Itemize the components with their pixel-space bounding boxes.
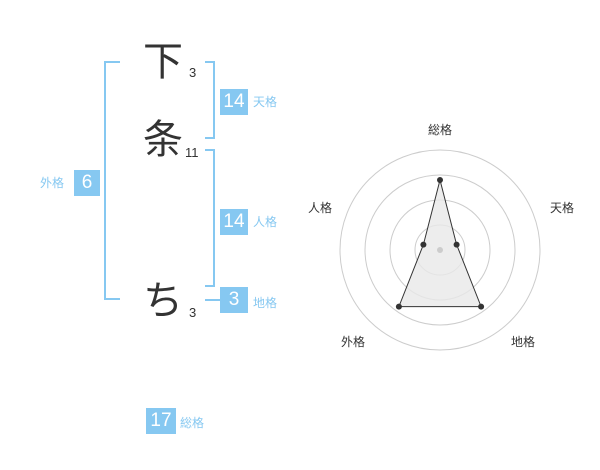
radar-point-2	[478, 303, 485, 310]
radar-center	[437, 247, 443, 253]
jinkaku-bracket	[205, 149, 215, 287]
radar-point-1	[453, 241, 460, 248]
radar-point-0	[437, 177, 443, 183]
name-char-3: ち	[143, 278, 183, 324]
name-char-1-strokes: 3	[189, 65, 197, 80]
radar-label-jinkaku: 人格	[308, 201, 333, 215]
name-char-2: 条	[143, 117, 183, 163]
soukaku-label: 総格	[180, 416, 205, 430]
gaikaku-value: 6	[74, 170, 100, 196]
chikaku-value: 3	[220, 287, 248, 313]
radar-label-tenkaku: 天格	[550, 201, 575, 215]
chikaku-connector	[205, 299, 220, 301]
outer-bracket	[104, 61, 120, 300]
chikaku-label: 地格	[253, 296, 278, 310]
radar-label-chikaku: 地格	[511, 335, 536, 349]
jinkaku-label: 人格	[253, 215, 278, 229]
soukaku-value: 17	[146, 408, 176, 434]
radar-point-3	[395, 303, 402, 310]
jinkaku-value: 14	[220, 209, 248, 235]
tenkaku-bracket	[205, 61, 215, 139]
radar-grid-ring	[339, 149, 541, 351]
name-char-1: 下	[143, 39, 183, 85]
radar-grid-ring	[364, 174, 516, 326]
name-char-3-strokes: 3	[189, 305, 197, 320]
tenkaku-label: 天格	[253, 95, 278, 109]
radar-label-soukaku: 総格	[428, 123, 453, 137]
gaikaku-label: 外格	[40, 176, 65, 190]
radar-area	[398, 179, 482, 308]
tenkaku-value: 14	[220, 89, 248, 115]
name-char-2-strokes: 11	[185, 145, 199, 160]
radar-point-4	[420, 241, 427, 248]
radar-label-gaikaku: 外格	[341, 335, 366, 349]
